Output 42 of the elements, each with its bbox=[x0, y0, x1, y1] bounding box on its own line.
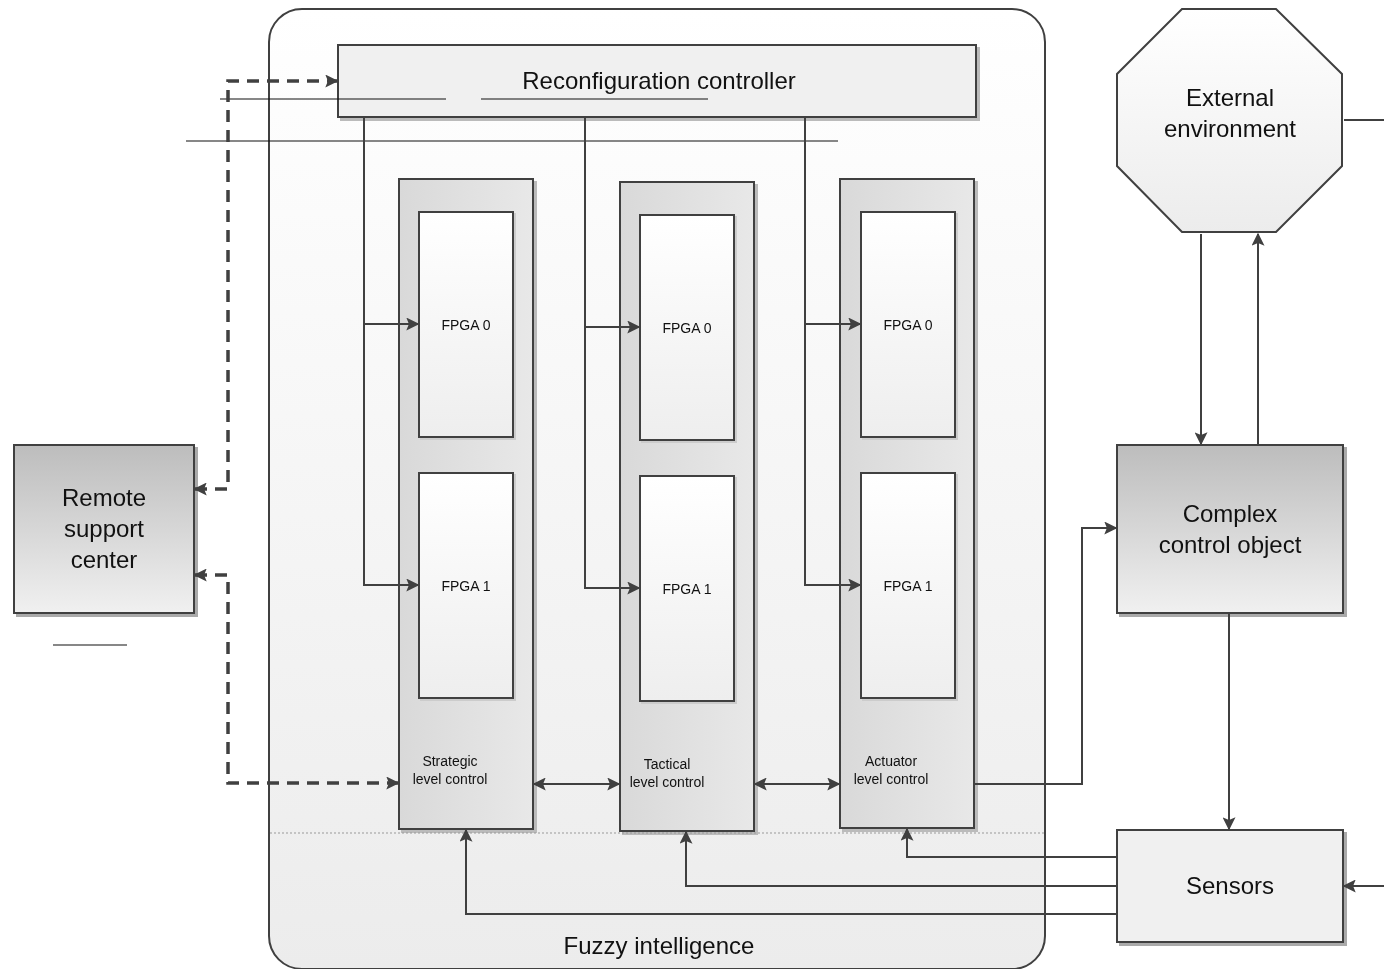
control-column bbox=[398, 178, 534, 830]
fpga-box bbox=[639, 475, 735, 702]
node-label: Complex control object bbox=[1157, 498, 1303, 560]
arrow bbox=[1194, 233, 1208, 446]
node-label: FPGA 0 bbox=[882, 315, 934, 334]
node-label: Sensors bbox=[1184, 871, 1275, 902]
process-box bbox=[1116, 444, 1344, 614]
fpga-box bbox=[418, 472, 514, 699]
arrow bbox=[459, 828, 1117, 915]
arrow bbox=[1251, 232, 1265, 445]
process-box bbox=[13, 444, 195, 614]
arrow bbox=[753, 777, 841, 791]
dashed-arrow bbox=[193, 568, 400, 790]
node-label: Strategic level control bbox=[412, 752, 488, 789]
node-label: Fuzzy intelligence bbox=[562, 931, 756, 961]
node-label: External environment bbox=[1162, 83, 1298, 145]
node-label: FPGA 1 bbox=[882, 576, 934, 595]
controller-bar bbox=[337, 44, 977, 118]
control-column bbox=[619, 181, 755, 832]
node-label: Reconfiguration controller bbox=[521, 66, 797, 97]
node-label: FPGA 1 bbox=[661, 579, 713, 598]
node-label: Actuator level control bbox=[853, 752, 929, 789]
arrow bbox=[900, 827, 1117, 858]
arrow bbox=[532, 777, 621, 791]
fpga-box bbox=[639, 214, 735, 441]
node-label: Tactical level control bbox=[629, 755, 705, 792]
fpga-box bbox=[418, 211, 514, 438]
arrow bbox=[1222, 613, 1236, 831]
octagon-shape bbox=[1116, 8, 1344, 234]
process-box bbox=[1116, 829, 1344, 943]
arrow bbox=[974, 521, 1118, 785]
container-panel bbox=[268, 8, 1046, 969]
arrow bbox=[679, 830, 1117, 887]
node-label: FPGA 0 bbox=[661, 318, 713, 337]
node-label: FPGA 1 bbox=[440, 576, 492, 595]
dashed-arrow bbox=[193, 74, 339, 496]
arrow bbox=[1342, 879, 1384, 893]
fpga-box bbox=[860, 211, 956, 438]
control-column bbox=[839, 178, 975, 829]
node-label: Remote support center bbox=[60, 483, 147, 576]
node-label: FPGA 0 bbox=[440, 315, 492, 334]
fpga-box bbox=[860, 472, 956, 699]
